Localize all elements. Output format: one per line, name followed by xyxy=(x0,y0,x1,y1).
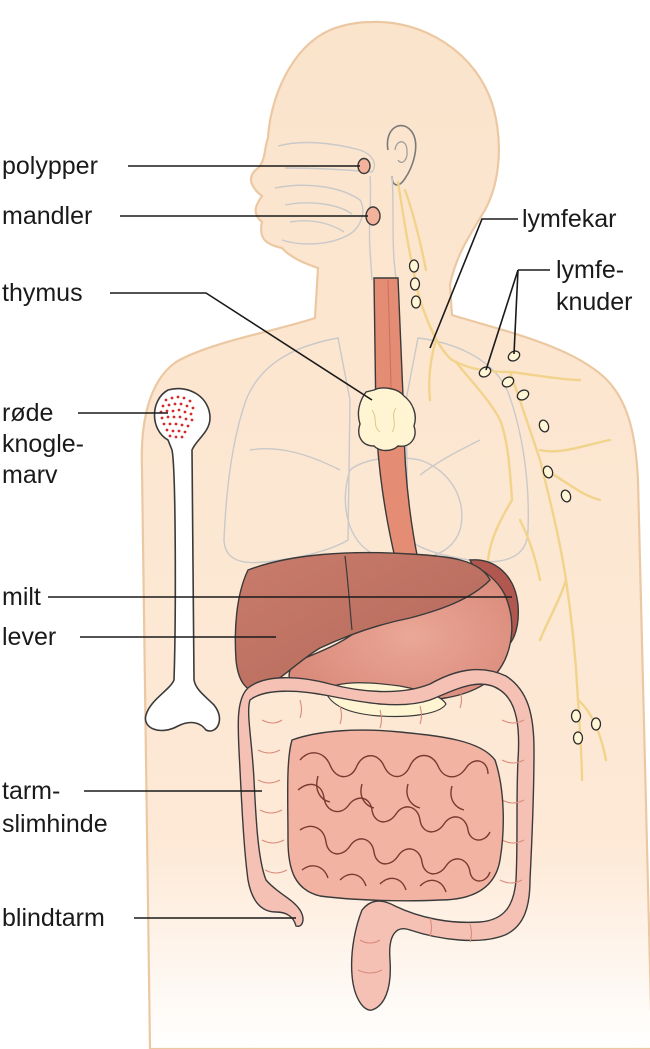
liver xyxy=(234,551,491,692)
label-tarm-line1: tarm- xyxy=(2,777,60,805)
lymph-nodes xyxy=(408,259,602,745)
thymus xyxy=(357,387,416,452)
label-milt: milt xyxy=(2,583,41,611)
ear-outline xyxy=(386,124,417,186)
label-mandler: mandler xyxy=(2,202,92,230)
label-lever: lever xyxy=(2,623,56,651)
label-lymfe-line1: lymfe- xyxy=(556,256,624,284)
label-rode-line1: røde xyxy=(2,399,53,427)
label-thymus: thymus xyxy=(2,279,83,307)
label-lymfe-line2: knuder xyxy=(556,288,632,316)
label-rode-line3: marv xyxy=(2,461,58,489)
label-lymfekar: lymfekar xyxy=(522,205,616,233)
label-tarm-line2: slimhinde xyxy=(2,810,108,838)
label-rode-line2: knogle- xyxy=(2,430,84,458)
red-marrow-dots xyxy=(159,395,195,439)
large-intestine xyxy=(237,668,535,1011)
humerus-bone xyxy=(144,387,221,732)
tonsils xyxy=(365,206,381,226)
label-blindtarm: blindtarm xyxy=(2,904,105,932)
leader-lines xyxy=(48,165,550,919)
right-lung-outline xyxy=(223,337,351,564)
label-polypper: polypper xyxy=(2,152,98,180)
small-intestine-coils xyxy=(297,752,491,893)
nasal-cavity-outline xyxy=(277,141,376,173)
